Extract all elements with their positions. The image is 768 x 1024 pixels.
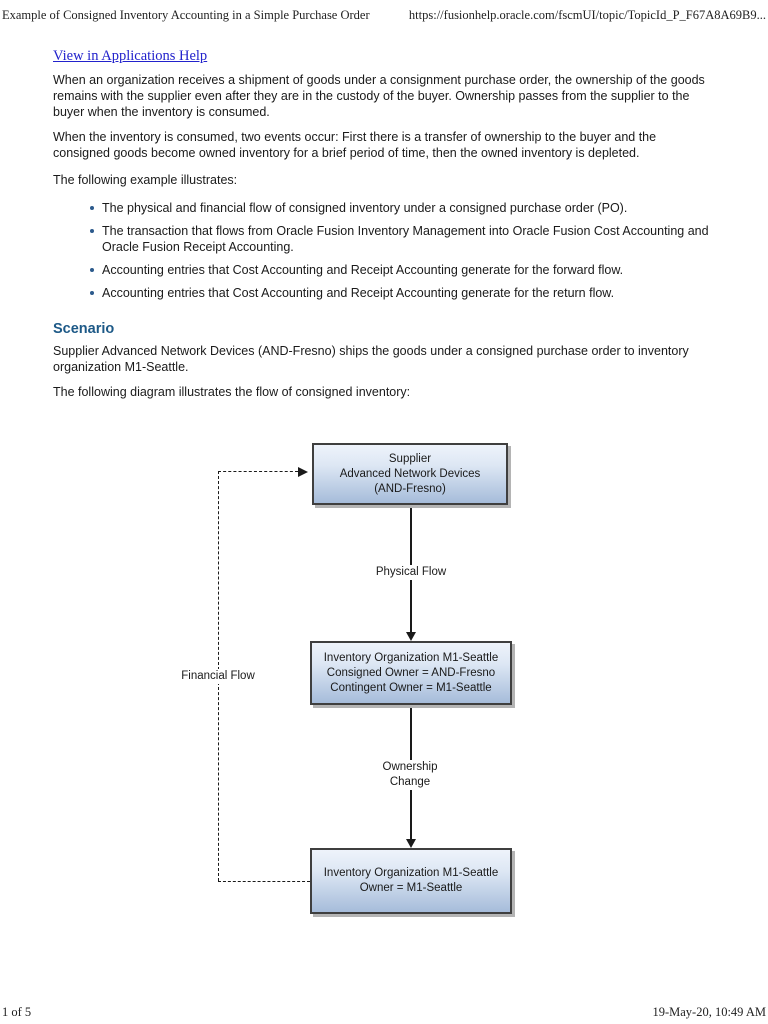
supplier-box-line3: (AND-Fresno) <box>374 482 446 495</box>
ownership-change-label-line1: Ownership <box>382 761 438 773</box>
consigned-box-line3: Contingent Owner = M1-Seattle <box>330 681 492 694</box>
bullet-item: Accounting entries that Cost Accounting … <box>90 285 715 301</box>
paragraph-consumption-events: When the inventory is consumed, two even… <box>53 130 657 160</box>
example-bullet-list: The physical and financial flow of consi… <box>90 200 715 301</box>
bullet-text: Accounting entries that Cost Accounting … <box>102 286 615 300</box>
view-in-applications-help-link[interactable]: View in Applications Help <box>53 48 208 64</box>
consigned-inventory-flow-diagram: Physical Flow Financial Flow Ownership C… <box>0 430 768 930</box>
bullet-text: The transaction that flows from Oracle F… <box>102 224 709 254</box>
page-number: 1 of 5 <box>2 1005 32 1019</box>
bullet-dot-icon <box>90 206 94 210</box>
financial-flow-dashed-line-bottom <box>218 881 310 882</box>
consigned-box-line1: Inventory Organization M1-Seattle <box>323 651 499 664</box>
article-body: View in Applications Help When an organi… <box>53 48 715 400</box>
timestamp: 19-May-20, 10:49 AM <box>652 1005 766 1019</box>
document-title: Example of Consigned Inventory Accountin… <box>2 8 370 22</box>
bullet-text: Accounting entries that Cost Accounting … <box>102 263 624 277</box>
consigned-inventory-org-box: Inventory Organization M1-Seattle Consig… <box>310 641 512 705</box>
print-footer: 1 of 5 19-May-20, 10:49 AM <box>2 1005 766 1020</box>
document-url: https://fusionhelp.oracle.com/fscmUI/top… <box>408 8 766 22</box>
supplier-box-line2: Advanced Network Devices <box>339 467 481 480</box>
bullet-dot-icon <box>90 268 94 272</box>
paragraph-example-lead-in: The following example illustrates: <box>53 173 238 187</box>
ownership-change-arrowhead-icon <box>406 839 416 848</box>
physical-flow-arrowhead-icon <box>406 632 416 641</box>
owned-inventory-org-box: Inventory Organization M1-Seattle Owner … <box>310 848 512 914</box>
paragraph-scenario-supplier: Supplier Advanced Network Devices (AND-F… <box>53 344 689 374</box>
owned-box-line2: Owner = M1-Seattle <box>359 882 463 894</box>
ownership-change-label: Ownership Change <box>379 760 441 790</box>
physical-flow-label: Physical Flow <box>372 565 450 580</box>
paragraph-diagram-lead-in: The following diagram illustrates the fl… <box>53 385 411 399</box>
supplier-box-line1: Supplier <box>388 452 432 465</box>
scenario-heading: Scenario <box>53 321 115 337</box>
bullet-item: The transaction that flows from Oracle F… <box>90 223 715 255</box>
bullet-item: The physical and financial flow of consi… <box>90 200 715 216</box>
bullet-dot-icon <box>90 291 94 295</box>
financial-flow-arrowhead-icon <box>298 467 308 477</box>
bullet-dot-icon <box>90 229 94 233</box>
ownership-change-label-line2: Change <box>389 776 431 788</box>
supplier-box: Supplier Advanced Network Devices (AND-F… <box>312 443 508 505</box>
consigned-box-line2: Consigned Owner = AND-Fresno <box>326 666 496 679</box>
owned-box-line1: Inventory Organization M1-Seattle <box>323 867 499 879</box>
bullet-item: Accounting entries that Cost Accounting … <box>90 262 715 278</box>
financial-flow-dashed-line-top <box>218 471 298 472</box>
bullet-text: The physical and financial flow of consi… <box>102 201 628 215</box>
print-header: Example of Consigned Inventory Accountin… <box>2 8 766 23</box>
paragraph-consignment-intro: When an organization receives a shipment… <box>53 73 705 119</box>
financial-flow-label: Financial Flow <box>178 669 258 684</box>
